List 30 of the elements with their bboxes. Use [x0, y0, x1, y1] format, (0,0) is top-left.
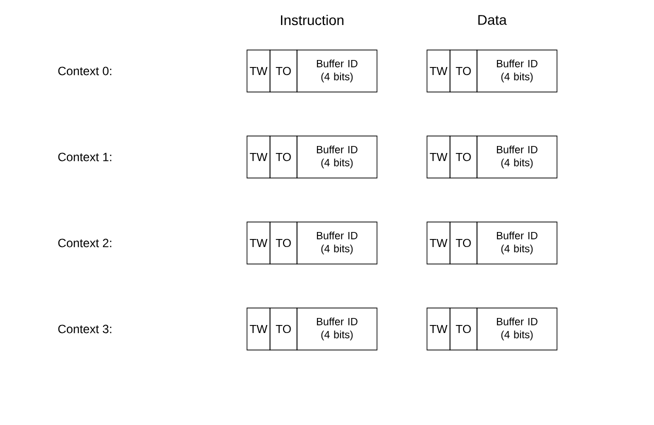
flag-cell: TW — [426, 222, 450, 264]
flag-cell: TO — [270, 308, 298, 350]
flag-cell: TW — [246, 50, 270, 92]
buffer-id-cell: Buffer ID (4 bits) — [296, 222, 378, 264]
buffer-id-cell: Buffer ID (4 bits) — [476, 222, 558, 264]
row-label: Context 2: — [58, 238, 112, 248]
column-heading: Data — [478, 15, 507, 25]
buffer-id-cell: Buffer ID (4 bits) — [296, 308, 378, 350]
flag-cell: TW — [246, 222, 270, 264]
flag-cell: TW — [246, 308, 270, 350]
flag-cell: TW — [426, 136, 450, 178]
buffer-id-cell: Buffer ID (4 bits) — [296, 136, 378, 178]
flag-cell: TO — [450, 222, 478, 264]
buffer-id-cell: Buffer ID (4 bits) — [296, 50, 378, 92]
column-heading: Instruction — [281, 14, 344, 26]
buffer-id-cell: Buffer ID (4 bits) — [476, 50, 558, 92]
flag-cell: TO — [450, 50, 478, 92]
flag-cell: TO — [450, 136, 478, 178]
buffer-id-cell: Buffer ID (4 bits) — [476, 136, 558, 178]
buffer-id-cell: Buffer ID (4 bits) — [476, 308, 558, 350]
row-label: Context 1: — [58, 152, 112, 162]
flag-cell: TO — [270, 136, 298, 178]
flag-cell: TO — [450, 308, 478, 350]
flag-cell: TO — [270, 50, 298, 92]
row-label: Context 0: — [58, 66, 112, 76]
flag-cell: TO — [270, 222, 298, 264]
flag-cell: TW — [426, 50, 450, 92]
flag-cell: TW — [426, 308, 450, 350]
row-label: Context 3: — [58, 324, 112, 334]
flag-cell: TW — [246, 136, 270, 178]
